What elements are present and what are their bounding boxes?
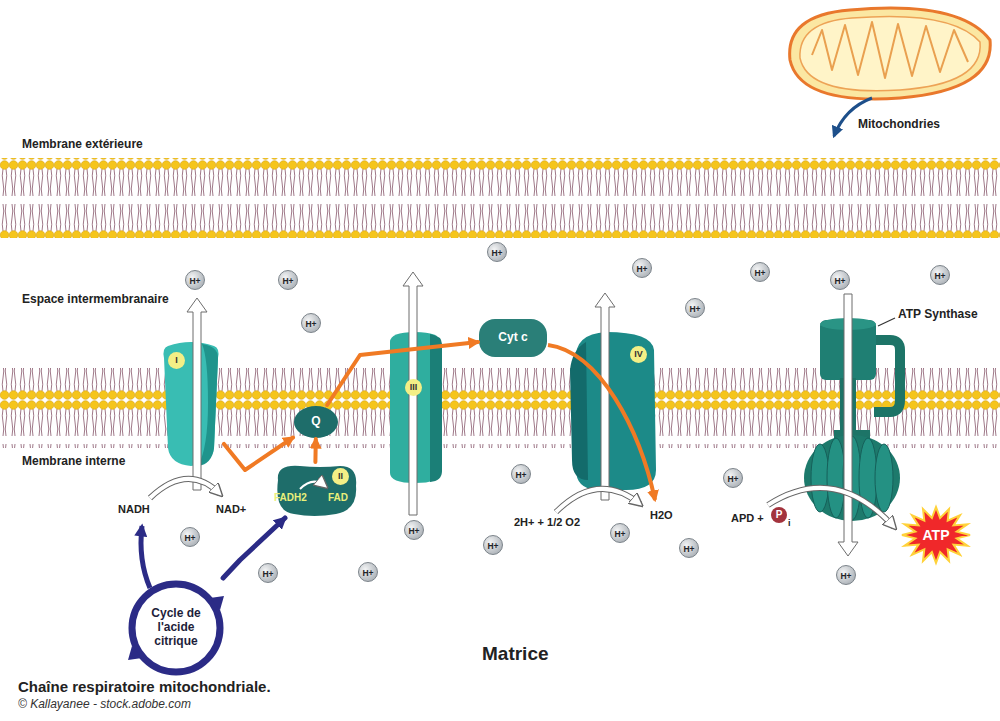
complex-ii: II FADH2 FAD	[270, 462, 360, 518]
proton-ion: H+	[180, 527, 200, 547]
leader-line	[878, 318, 895, 326]
callout-number: IV	[630, 346, 647, 363]
proton-ion: H+	[632, 258, 652, 278]
proton-ion: H+	[483, 535, 503, 555]
molecule-label: APD +	[731, 512, 764, 525]
molecule-label: ATP	[923, 527, 950, 543]
proton-ion: H+	[278, 270, 298, 290]
atp-synthase-shape	[800, 318, 910, 523]
region-label: Membrane interne	[22, 455, 125, 469]
complex-i: I	[158, 338, 224, 468]
proton-ion: H+	[930, 265, 950, 285]
atp-synthase: ATP Synthase	[800, 318, 910, 523]
citric-acid-cycle: Cycle de l'acide citrique	[120, 578, 232, 678]
region-label: Membrane extérieure	[22, 138, 143, 152]
region-label: Matrice	[482, 643, 549, 665]
molecule-label: FAD	[328, 492, 348, 504]
outer-membrane	[0, 158, 1000, 238]
cycle-arrow	[141, 526, 150, 588]
proton-ion: H+	[830, 270, 850, 290]
electron-arrow	[313, 439, 317, 462]
molecule-label: NADH	[118, 503, 150, 516]
proton-ion: H+	[723, 468, 743, 488]
electron-path	[548, 345, 655, 500]
molecule-label: FADH2	[274, 492, 307, 504]
region-label: Espace intermembranaire	[22, 293, 169, 307]
phosphate-symbol: P	[771, 507, 787, 523]
icon-label: Mitochondries	[858, 118, 940, 132]
proton-ion: H+	[258, 563, 278, 583]
caption: Chaîne respiratoire mitochondriale.	[18, 678, 271, 695]
proton-ion: H+	[685, 298, 705, 318]
part-name: ATP Synthase	[898, 308, 978, 322]
proton-ion: H+	[185, 270, 205, 290]
proton-ion: H+	[679, 538, 699, 558]
cycle-label: Cycle de l'acide citrique	[140, 607, 212, 648]
electron-arrow	[224, 438, 293, 471]
callout-number: III	[405, 379, 422, 396]
credit-note: © Kallayanee - stock.adobe.com	[18, 698, 191, 712]
proton-arrows	[187, 272, 858, 556]
callout-number: II	[332, 468, 349, 485]
proton-ion: H+	[487, 242, 507, 262]
proton-ion: H+	[836, 565, 856, 585]
molecule-label: H2O	[650, 509, 673, 522]
molecule-label: Cyt c	[498, 331, 527, 345]
proton-ion: H+	[750, 262, 770, 282]
molecule-label: Q	[311, 415, 320, 429]
callout-number: I	[168, 352, 185, 369]
proton-ion: H+	[301, 313, 321, 333]
proton-ion: H+	[610, 523, 630, 543]
cytochrome-c: Cyt c	[478, 318, 548, 358]
molecule-label: NAD+	[216, 503, 246, 516]
mitochondrion-icon	[790, 8, 991, 99]
proton-ion: H+	[358, 562, 378, 582]
subscript-label: i	[788, 518, 791, 528]
proton-ion: H+	[511, 464, 531, 484]
electron-arrow	[327, 342, 478, 405]
proton-ion: H+	[404, 520, 424, 540]
atp-burst: ATP	[900, 505, 972, 565]
molecule-label: 2H+ + 1/2 O2	[514, 516, 580, 529]
ubiquinone: Q	[293, 405, 339, 439]
